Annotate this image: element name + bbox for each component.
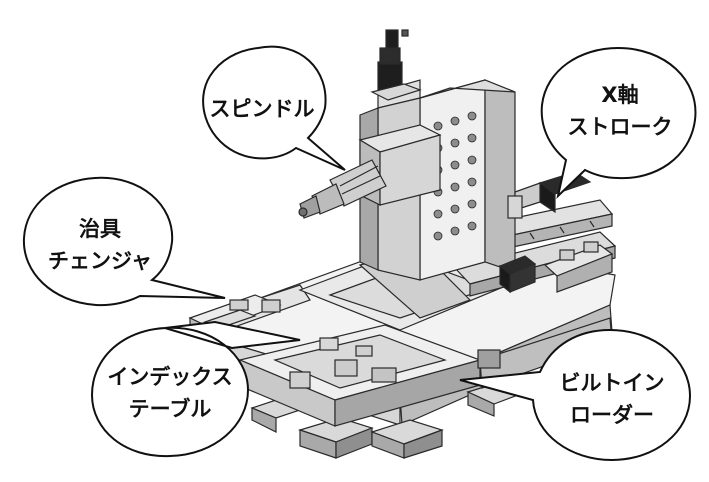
callout-jig-label-1: 治具 (79, 217, 121, 241)
callout-index-label-2: テーブル (129, 397, 212, 421)
callout-jig-changer: 治具 チェンジャ (22, 176, 226, 307)
callout-spindle-label: スピンドル (210, 97, 315, 121)
top-motor (370, 29, 422, 101)
lower-motor (498, 255, 537, 294)
callout-loader-label-2: ローダー (570, 403, 654, 427)
callout-built-in-loader: ビルトイン ローダー (459, 328, 692, 462)
callout-loader-label-1: ビルトイン (560, 371, 665, 395)
built-in-loader (543, 241, 614, 293)
spindle-head (298, 124, 442, 219)
callout-index-label-1: インデックス (107, 365, 232, 389)
callout-index-table: インデックス テーブル (90, 320, 301, 458)
footings (250, 381, 528, 459)
callout-jig-label-2: チェンジャ (48, 249, 152, 273)
callout-x-axis-label-1: X軸 (601, 83, 638, 107)
index-table-assembly (238, 317, 613, 427)
callout-spindle: スピンドル (202, 45, 346, 171)
callout-x-axis: X軸 ストローク (540, 46, 697, 200)
callout-x-axis-label-2: ストローク (568, 115, 673, 139)
x-axis-motor (507, 171, 592, 219)
